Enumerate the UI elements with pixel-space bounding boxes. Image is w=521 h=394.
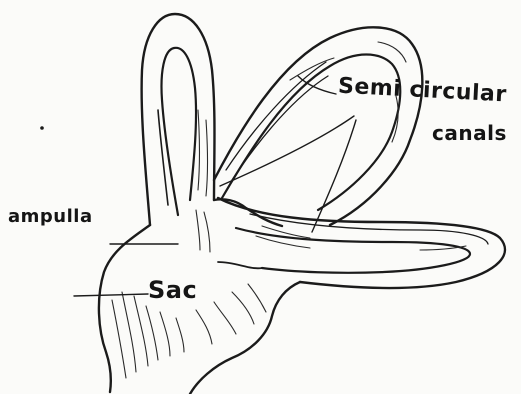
ink-dot (40, 126, 44, 130)
posterior-canal-loop (214, 27, 422, 225)
label-ampulla: ampulla (8, 206, 93, 227)
label-canals: canals (432, 121, 507, 145)
leader-semi-to-vertical (220, 116, 354, 186)
horizontal-canal-loop (218, 198, 505, 288)
leader-semi-to-horizontal (312, 120, 356, 232)
label-sac: Sac (148, 276, 197, 304)
vertical-canal-loop (142, 14, 215, 225)
leader-sac (74, 294, 148, 296)
